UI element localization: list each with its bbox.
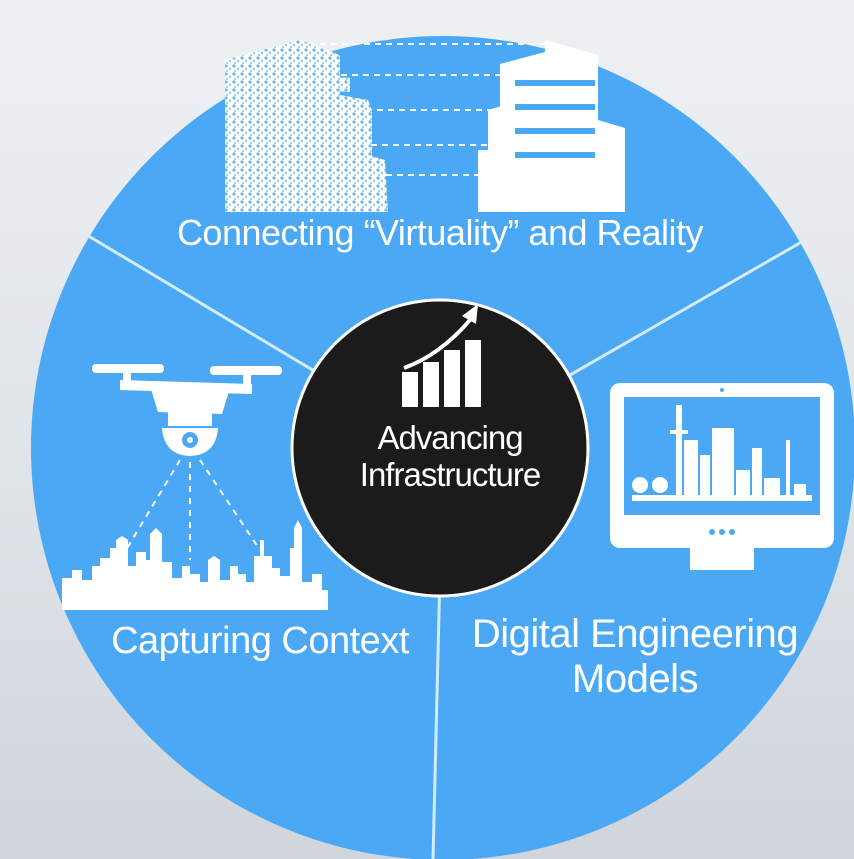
segment-label-virtuality-reality: Connecting “Virtuality” and Reality [176,212,704,253]
center-hub [290,298,590,598]
monitor-plant-model-icon [610,383,834,570]
segment-label-capturing-context: Capturing Context [111,620,409,662]
drone-city-scan-icon [62,364,328,610]
rising-bar-chart-icon [402,304,481,407]
center-title: Advancing Infrastructure [359,419,541,493]
virtual-and-real-buildings-icon [225,40,625,212]
segment-label-digital-engineering: Digital Engineering Models [471,612,799,701]
